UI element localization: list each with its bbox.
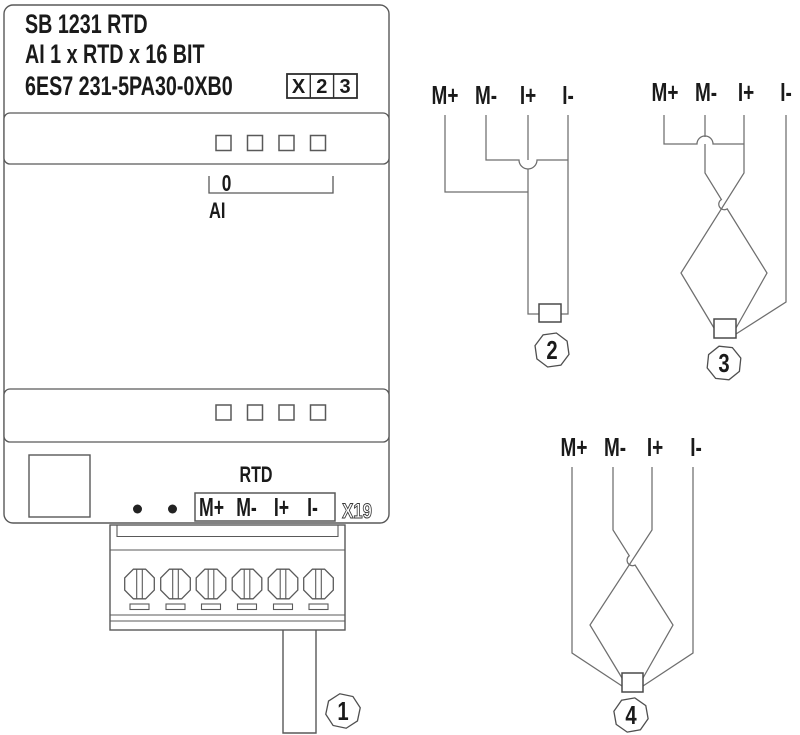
module-sb1231-rtd: SB 1231 RTD AI 1 x RTD x 16 BIT 6ES7 231… xyxy=(3,4,390,524)
led-indicator xyxy=(215,134,232,152)
connector-id-label: X19 xyxy=(342,500,372,523)
diagram-two-wire-rtd: M+ M- I+ I- 2 xyxy=(432,80,574,369)
led-indicator xyxy=(278,134,295,152)
callout-1-number: 1 xyxy=(337,697,348,726)
led-band-bottom xyxy=(3,388,390,443)
wire-label-i-minus: I- xyxy=(690,432,702,462)
rtd-sensor-element xyxy=(713,318,737,339)
callout-4: 4 xyxy=(611,695,651,735)
module-order-number: 6ES7 231-5PA30-0XB0 xyxy=(25,72,233,102)
rtd-sensor-element xyxy=(538,303,562,323)
callout-1: 1 xyxy=(323,691,363,731)
terminal-label-m-minus: M- xyxy=(236,493,257,522)
callout-2: 2 xyxy=(533,331,571,369)
terminal-label-m-plus: M+ xyxy=(199,493,224,522)
callout-3: 3 xyxy=(705,344,743,382)
terminal-label-i-plus: I+ xyxy=(274,493,289,522)
wire-i-plus-crossed xyxy=(680,115,745,329)
wire-label-m-minus: M- xyxy=(475,80,497,110)
wire-label-i-minus: I- xyxy=(780,77,792,107)
terminal-block-neck xyxy=(116,525,339,538)
terminal-block: 1 xyxy=(109,524,363,734)
channel-number: 0 xyxy=(222,172,232,197)
wire-label-i-plus: I+ xyxy=(647,432,663,462)
wire-label-i-plus: I+ xyxy=(738,77,754,107)
slot-id-box-frame xyxy=(286,73,358,99)
wire-label-m-minus: M- xyxy=(695,77,717,107)
wire-label-m-plus: M+ xyxy=(561,432,588,462)
slot-id-box: X 2 3 xyxy=(286,73,358,99)
wire-i-minus xyxy=(642,467,694,687)
wire-m-plus xyxy=(571,467,623,687)
diagram-three-wire-rtd: M+ M- I+ I- 3 xyxy=(652,77,792,382)
led-indicator xyxy=(278,404,295,421)
wiring-port-square xyxy=(28,454,91,518)
wire-label-m-minus: M- xyxy=(604,432,626,462)
channel-bracket xyxy=(208,176,334,194)
sensor-cable xyxy=(282,630,317,734)
led-indicator xyxy=(246,404,264,421)
mount-dot xyxy=(133,504,142,514)
wire-i-minus xyxy=(735,115,787,335)
led-band-frame xyxy=(3,388,390,443)
led-indicator xyxy=(215,404,232,421)
wire-i-plus xyxy=(527,115,539,315)
wire-label-i-minus: I- xyxy=(562,80,574,110)
connector-group-label: RTD xyxy=(240,464,273,488)
led-band-top xyxy=(3,112,390,165)
wire-m-minus-with-hop xyxy=(485,115,568,170)
module-description: AI 1 x RTD x 16 BIT xyxy=(25,40,205,70)
wire-m-minus-crossed xyxy=(704,115,768,329)
channel-group: 0 AI xyxy=(208,172,334,224)
wire-label-m-plus: M+ xyxy=(652,77,679,107)
module-name: SB 1231 RTD xyxy=(25,10,148,40)
rtd-sensor-element xyxy=(621,672,644,693)
led-band-frame xyxy=(3,112,390,165)
led-indicator xyxy=(309,404,327,421)
terminal-label-box xyxy=(194,492,336,522)
wire-m-plus-with-hop xyxy=(663,115,744,145)
wire-m-plus xyxy=(444,115,528,193)
wire-i-plus-crossed xyxy=(589,467,653,679)
slot-cell-x: X xyxy=(292,76,306,98)
wire-m-minus-crossed xyxy=(612,467,674,679)
callout-3-number: 3 xyxy=(718,349,729,378)
channel-label: AI xyxy=(209,199,225,224)
led-indicator xyxy=(309,134,327,152)
callout-2-number: 2 xyxy=(546,336,557,365)
wire-i-minus xyxy=(561,115,569,315)
callout-4-number: 4 xyxy=(625,701,636,730)
diagram-four-wire-rtd: M+ M- I+ I- 4 xyxy=(561,432,702,735)
terminal-label-i-minus: I- xyxy=(307,493,318,522)
wire-label-i-plus: I+ xyxy=(520,80,536,110)
led-indicator xyxy=(246,134,264,152)
wire-label-m-plus: M+ xyxy=(432,80,459,110)
mount-dot xyxy=(168,504,177,514)
connector-section: RTD M+ M- I+ I- X19 xyxy=(28,454,372,524)
slot-cell-3: 3 xyxy=(339,76,350,98)
slot-cell-2: 2 xyxy=(316,76,327,98)
